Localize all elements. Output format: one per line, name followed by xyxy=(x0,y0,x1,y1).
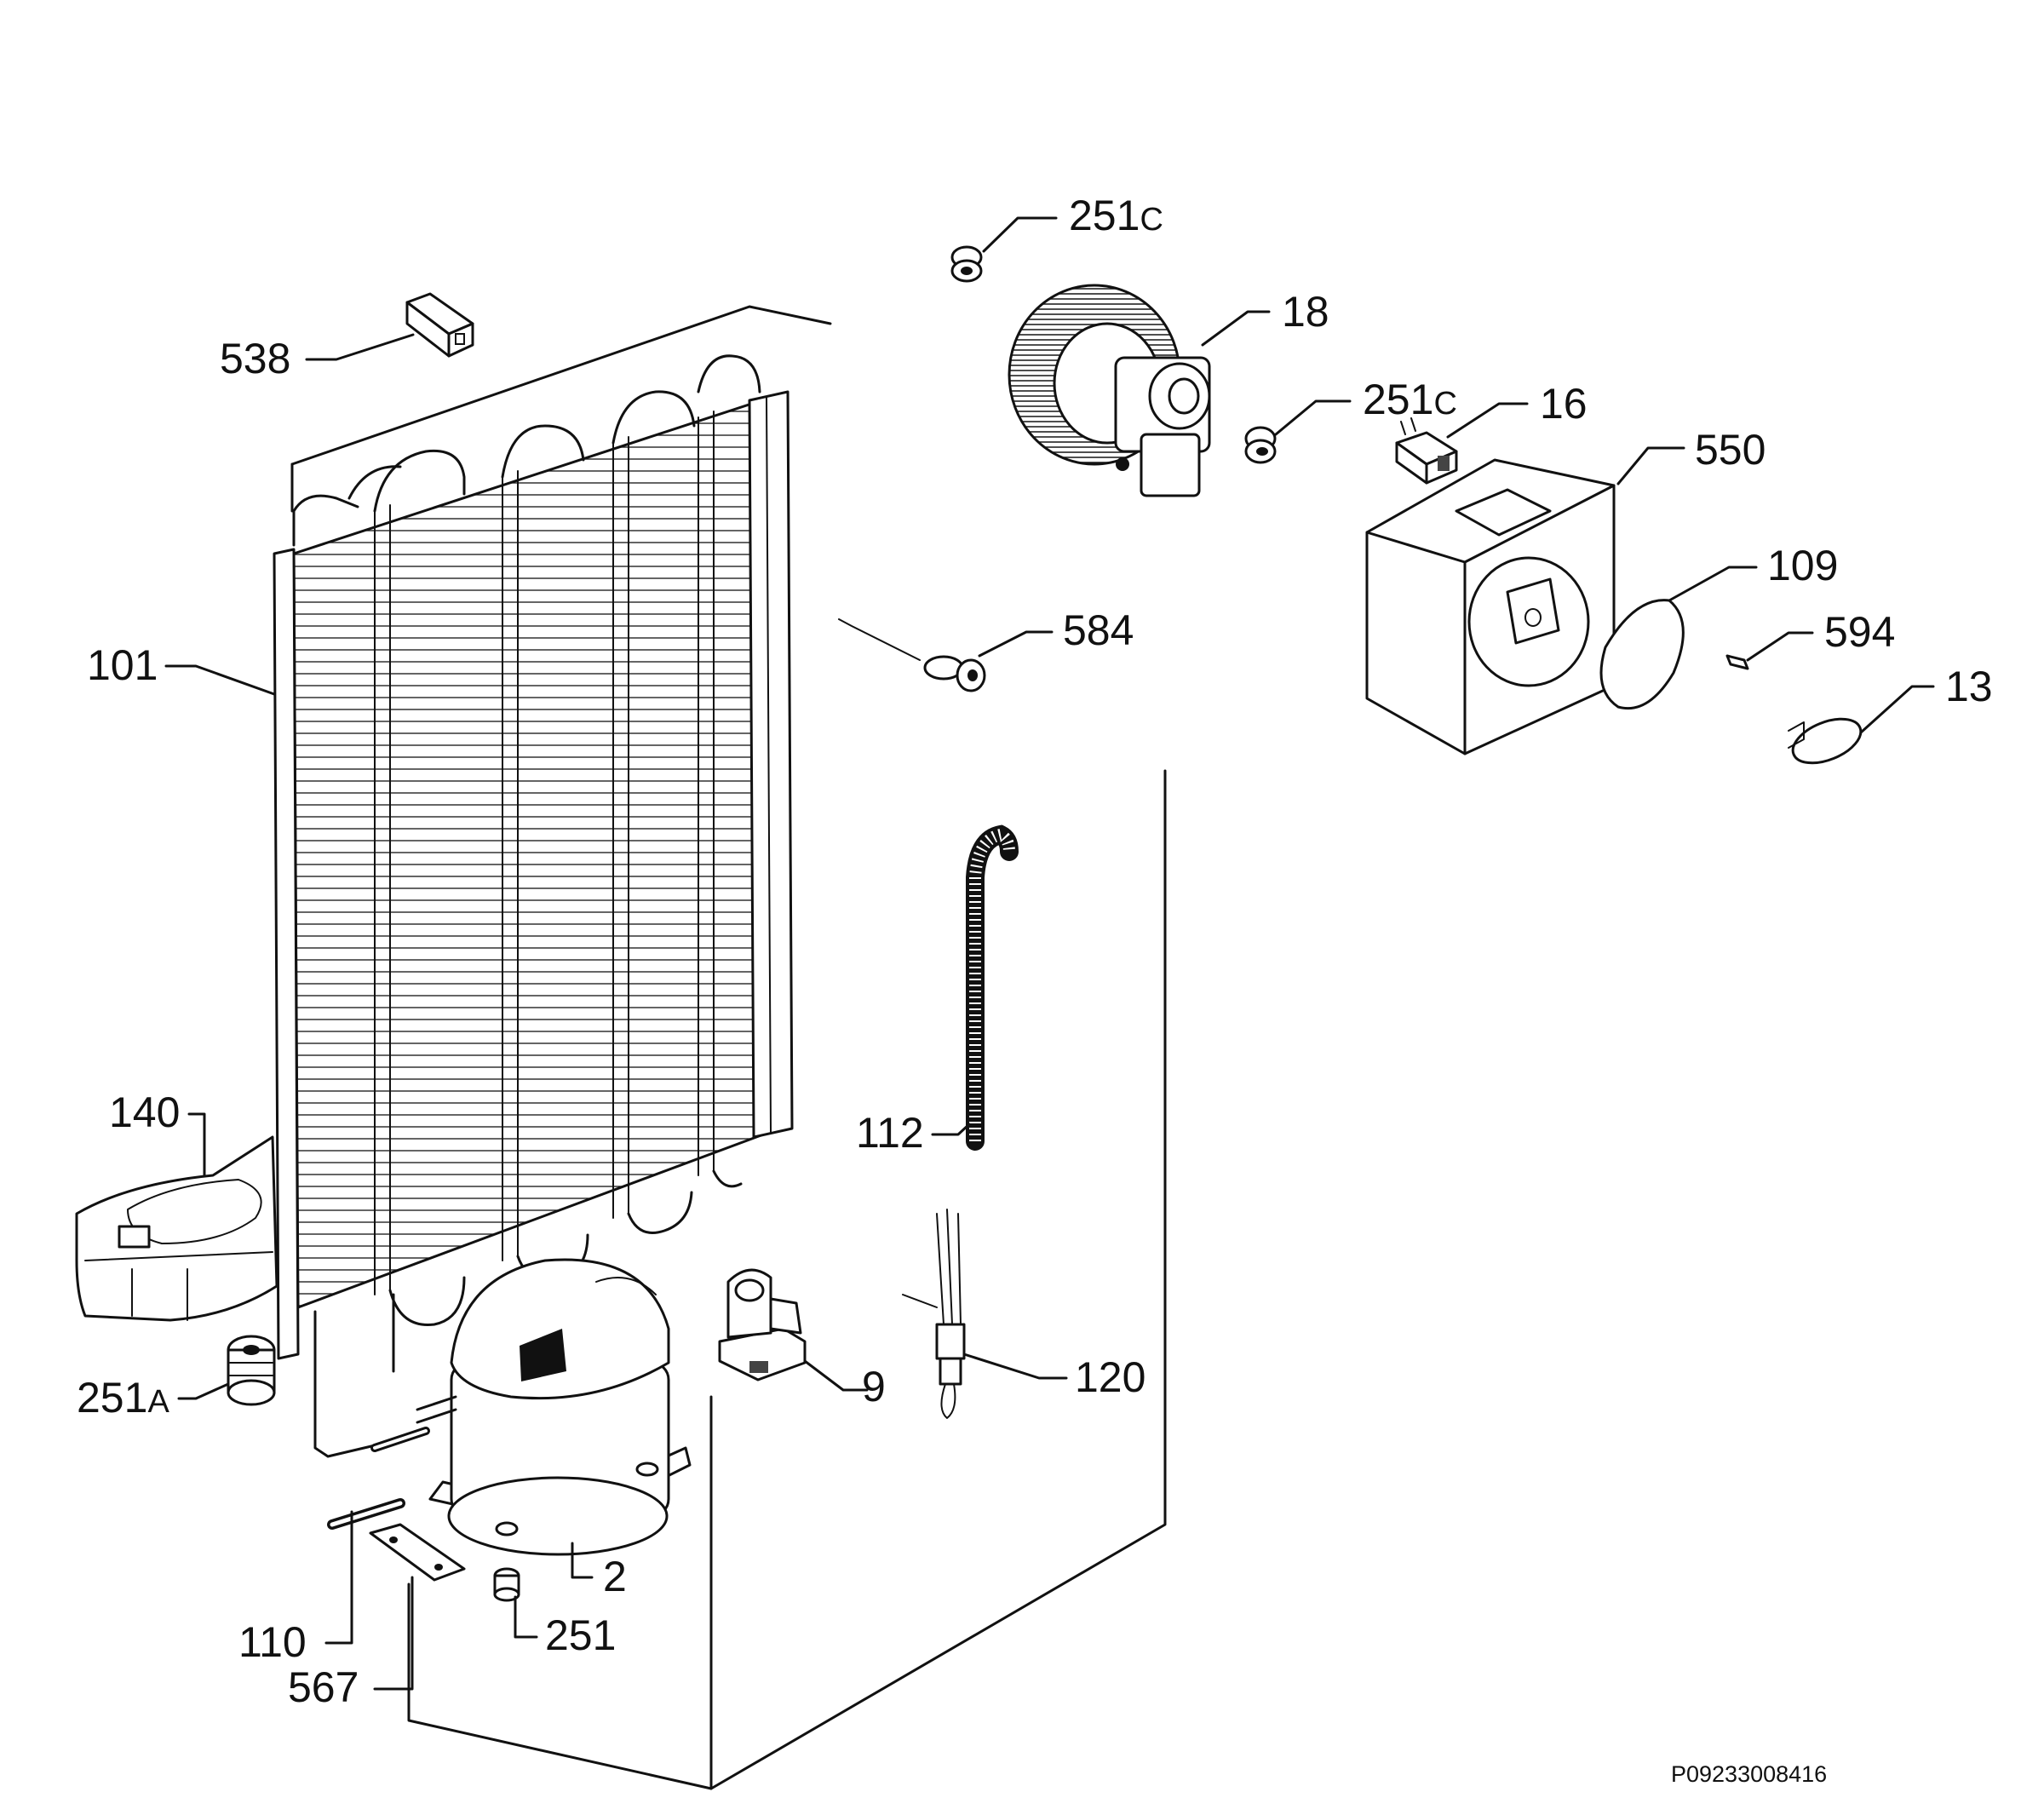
callout-18: 18 xyxy=(1282,288,1329,336)
part-251a-grommet xyxy=(227,1335,276,1406)
callout-13: 13 xyxy=(1945,663,1993,710)
part-110-tube xyxy=(327,1427,430,1530)
part-140-drip-tray xyxy=(75,1135,278,1322)
callout-9: 9 xyxy=(862,1363,886,1410)
leader-lines xyxy=(164,216,1935,1691)
callout-101: 101 xyxy=(87,641,158,689)
part-567-plate xyxy=(369,1523,466,1582)
part-109-lamp-cover xyxy=(1599,599,1685,710)
callout-251c-mid: 251C xyxy=(1363,376,1457,423)
callout-584: 584 xyxy=(1063,606,1134,654)
callout-251c-top: 251C xyxy=(1069,192,1163,239)
part-550-lamp-housing xyxy=(1365,458,1616,755)
part-18-fan-motor xyxy=(1008,284,1211,497)
cabinet-outline xyxy=(290,305,1167,1790)
part-594-clip xyxy=(1725,654,1749,670)
part-13-lamp xyxy=(1788,717,1863,765)
part-9-relay xyxy=(718,1268,807,1381)
part-251-grommet xyxy=(493,1567,520,1602)
callout-538: 538 xyxy=(220,335,290,382)
callout-110: 110 xyxy=(238,1618,307,1666)
condenser xyxy=(273,354,794,1458)
callout-120: 120 xyxy=(1075,1353,1145,1401)
part-251c-grommet-top xyxy=(950,245,983,283)
part-584-sensor xyxy=(838,618,986,692)
callout-2: 2 xyxy=(603,1553,627,1600)
part-2-compressor xyxy=(416,1258,692,1556)
callout-labels: 538 251C 18 251C 16 550 109 594 13 584 1… xyxy=(77,192,1993,1711)
callout-567: 567 xyxy=(288,1663,359,1711)
callout-16: 16 xyxy=(1540,380,1588,428)
callout-251: 251 xyxy=(545,1611,616,1659)
callout-550: 550 xyxy=(1695,426,1766,474)
part-251c-grommet-mid xyxy=(1244,426,1277,464)
callout-251a: 251A xyxy=(77,1374,169,1422)
part-112-drain-hose xyxy=(966,824,1019,1151)
part-538-plug xyxy=(405,292,474,358)
callout-594: 594 xyxy=(1824,608,1895,656)
callout-140: 140 xyxy=(109,1088,180,1136)
part-16-switch xyxy=(1395,417,1458,485)
callout-109: 109 xyxy=(1767,542,1838,589)
drawing-number: P09233008416 xyxy=(1671,1761,1827,1787)
part-120-thermostat-sensor xyxy=(902,1209,966,1419)
callout-112: 112 xyxy=(856,1109,924,1157)
